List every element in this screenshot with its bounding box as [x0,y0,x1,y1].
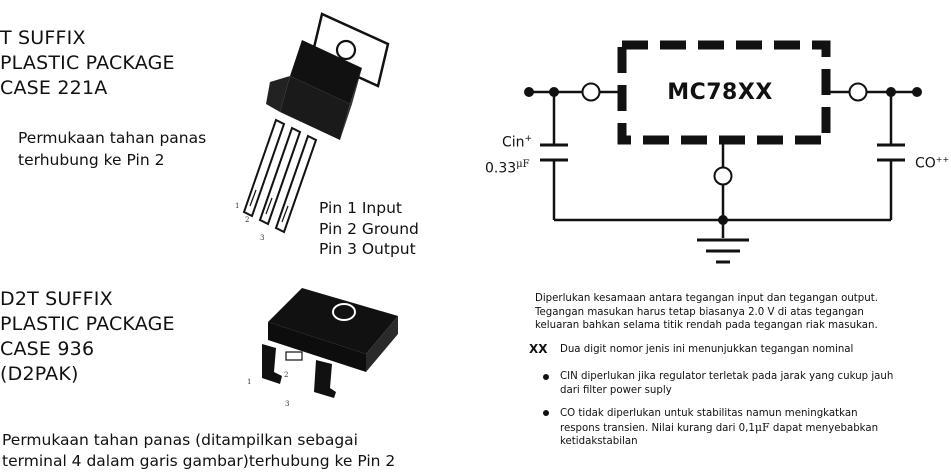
ic-output-pin [848,82,868,102]
ic-label: MC78XX [667,80,773,105]
pin2-label: Pin 2 Ground [319,219,419,238]
output-terminal-dot [912,87,922,97]
co-note: CO tidak diperlukan untuk stabilitas nam… [560,407,878,449]
cin-note-bullet [543,374,549,380]
d2pak-pin2-number: 2 [284,371,289,379]
pin1-label: Pin 1 Input [319,199,402,217]
cin-label: Cin+ [502,134,532,151]
pin-list: Pin 1 Input Pin 2 Ground Pin 3 Output [319,198,419,260]
d2t-note-line1: Permukaan tahan panas (ditampilkan sebag… [2,431,358,449]
t-note-line2: terhubung ke Pin 2 [18,151,165,169]
d2pak-pin3-number: 3 [285,400,290,408]
intro-line2: Tegangan masukan harus tetap biasanya 2.… [535,306,864,318]
co-note-line1: CO tidak diperlukan untuk stabilitas nam… [560,408,858,419]
t-note-line1: Permukaan tahan panas [18,129,207,147]
input-terminal-dot [524,87,534,97]
co-note-line3: ketidakstabilan [560,436,638,447]
cin-value-number: 0.33 [485,160,517,177]
t-suffix-line1: T SUFFIX [0,27,86,49]
cin-value: 0.33μF [485,159,530,177]
ic-ground-pin [713,166,733,186]
co-note-unit: μF [754,420,770,434]
pin3-label: Pin 3 Output [319,240,416,258]
d2t-suffix-line4: (D2PAK) [0,363,79,385]
intro-line1: Diperlukan kesamaan antara tegangan inpu… [535,293,878,304]
d2t-note-line2: terminal 4 dalam garis gambar)terhubung … [2,452,396,470]
co-note-bullet [543,410,549,416]
co-note-line2b: dapat menyebabkan [772,422,879,434]
cin-label-text: Cin [502,134,525,151]
d2t-suffix-title: D2T SUFFIX PLASTIC PACKAGE CASE 936 (D2P… [0,287,175,387]
co-label-text: CO [915,155,936,172]
to220-pin3-number: 3 [260,234,265,242]
co-note-line2a: respons transien. Nilai kurang dari 0,1 [560,422,755,434]
co-label: CO++ [915,155,949,172]
t-suffix-line2: PLASTIC PACKAGE [0,52,175,74]
d2pak-pin1-number: 1 [247,378,252,386]
t-suffix-heatsink-note: Permukaan tahan panas terhubung ke Pin 2 [18,127,206,171]
d2t-suffix-line2: PLASTIC PACKAGE [0,313,175,335]
to220-pin2-number: 2 [245,216,250,224]
co-note-line2: respons transien. Nilai kurang dari 0,1μ… [560,421,878,436]
cin-note-line2: dari filter power suply [560,384,672,396]
t-suffix-line3: CASE 221A [0,77,108,99]
intro-note: Diperlukan kesamaan antara tegangan inpu… [535,292,878,333]
cin-note-line1: CIN diperlukan jika regulator terletak p… [560,371,894,382]
cin-label-sup: + [524,134,533,144]
t-suffix-title: T SUFFIX PLASTIC PACKAGE CASE 221A [0,26,175,101]
cin-note: CIN diperlukan jika regulator terletak p… [560,370,893,397]
d2t-heatsink-note: Permukaan tahan panas (ditampilkan sebag… [2,430,395,472]
xx-label: XX [529,342,548,356]
to220-pin1-number: 1 [235,202,240,210]
co-label-sup: ++ [935,155,950,164]
d2t-suffix-line1: D2T SUFFIX [0,288,113,310]
intro-line3: keluaran bahkan selama titik rendah pada… [535,320,878,331]
d2t-suffix-line3: CASE 936 [0,338,95,360]
ground-node-dot [718,215,728,225]
xx-note: Dua digit nomor jenis ini menunjukkan te… [560,344,854,355]
ic-input-pin [581,82,601,102]
cin-value-unit: μF [516,159,530,170]
